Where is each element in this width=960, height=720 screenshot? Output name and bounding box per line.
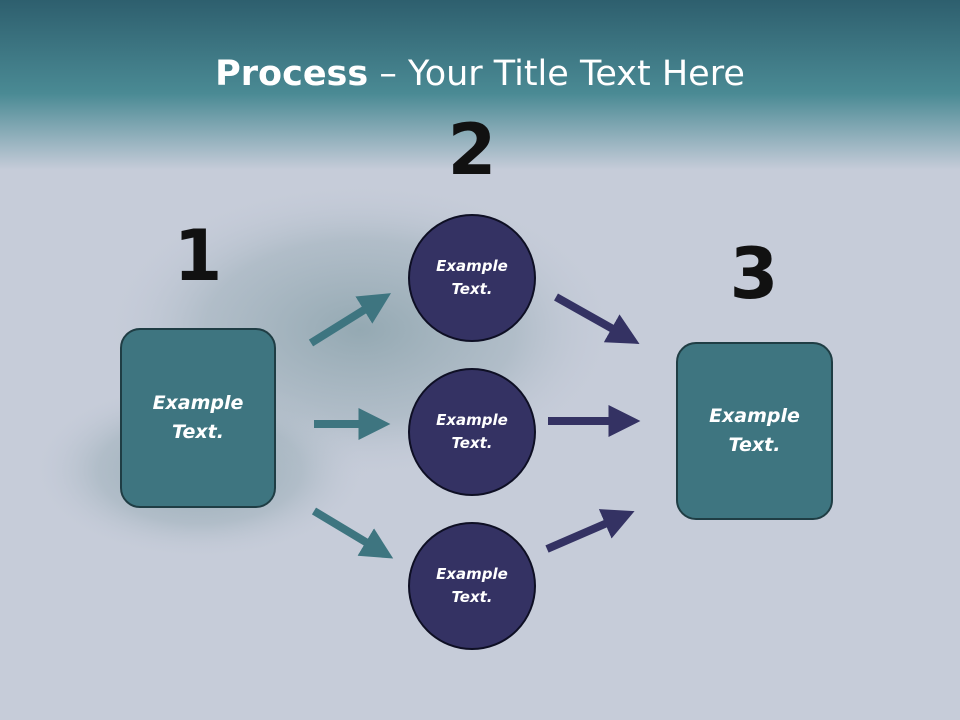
title-bold: Process (215, 54, 369, 94)
arrow-bottom-to-right (545, 509, 635, 553)
right-process-box: Example Text. (676, 342, 833, 520)
middle-circle-label: Example Text. (436, 411, 508, 452)
middle-step-circle: Example Text. (408, 368, 536, 496)
top-circle-label: Example Text. (436, 257, 508, 298)
step-number-3: 3 (729, 233, 779, 315)
step-number-2: 2 (447, 109, 497, 191)
right-box-label: Example Text. (709, 405, 800, 456)
slide-title: Process – Your Title Text Here (0, 52, 960, 96)
title-rest: – Your Title Text Here (368, 54, 745, 94)
arrow-left-to-top (308, 293, 392, 347)
arrow-left-to-bottom (311, 507, 394, 559)
left-box-label: Example Text. (152, 392, 244, 443)
bottom-circle-label: Example Text. (436, 565, 508, 606)
bottom-step-circle: Example Text. (408, 522, 536, 650)
top-step-circle: Example Text. (408, 214, 536, 342)
step-number-1: 1 (173, 215, 223, 297)
arrow-top-to-right (554, 293, 640, 344)
left-process-box: Example Text. (120, 328, 276, 508)
